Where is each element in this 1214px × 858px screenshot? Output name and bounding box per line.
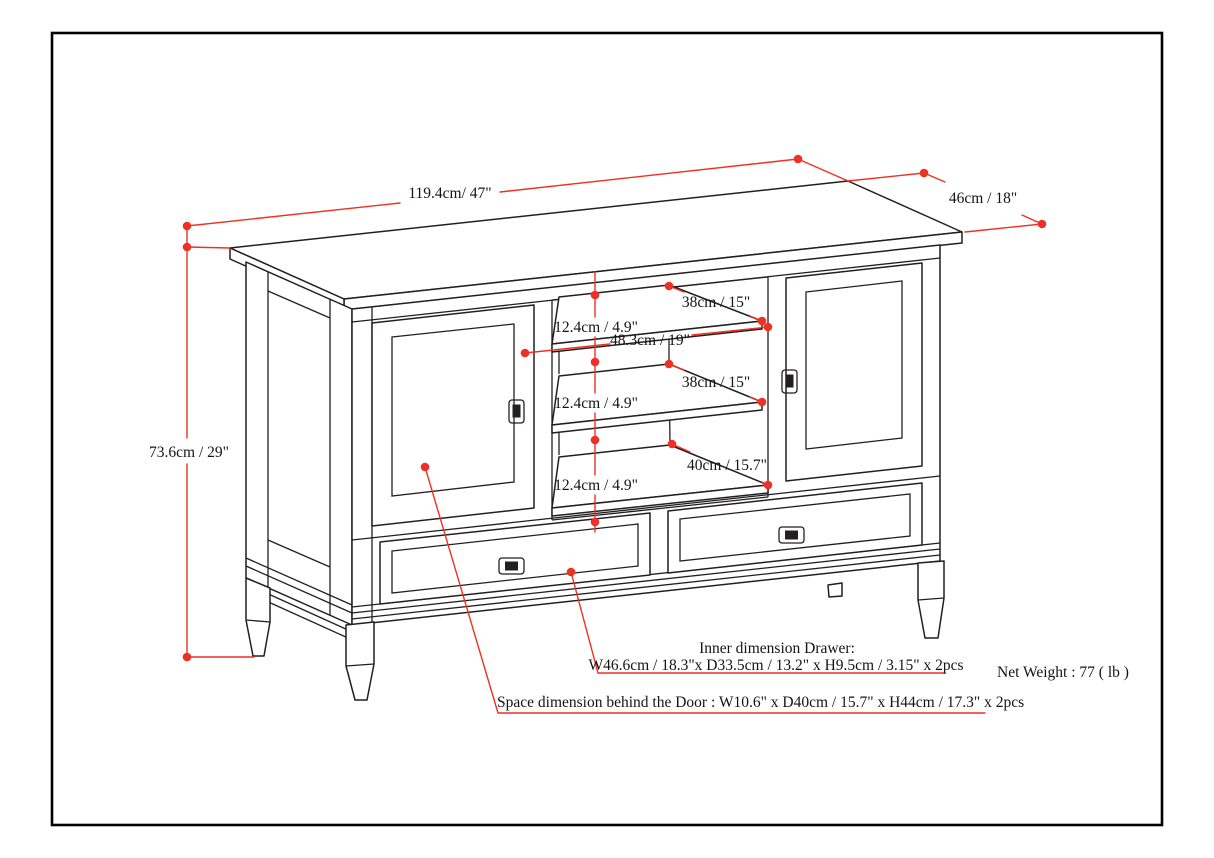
shelf-gap-label-3: 12.4cm / 4.9" [554,477,638,494]
shelf-depth-top-label: 38cm / 15" [682,294,750,311]
shelf-edge [551,484,769,517]
center-shelf-section [551,276,769,521]
front-left-leg-taper-line [345,663,375,667]
dim-point [590,357,600,367]
dim-point [763,322,773,332]
legs [245,560,945,701]
dim-point [793,154,803,164]
depth-label: 46cm / 18" [949,190,1017,207]
width-label: 119.4cm/ 47" [408,185,491,202]
dim-point [520,348,530,358]
dim-shelf-depth-bottom: 40cm / 15.7" [667,439,773,490]
left-door-handle [508,399,525,424]
dim-line [186,202,401,227]
back-left-leg-taper-line [245,619,271,623]
drawer-handle [778,526,805,544]
dim-point [664,359,674,369]
side-face [245,261,353,626]
drawer-note-dimensions: W46.6cm / 18.3"x D33.5cm / 13.2" x H9.5c… [588,657,963,674]
right-door-panel [805,280,903,450]
right-door-handle-grip [785,374,794,388]
dim-point [590,435,600,445]
front-left-leg [345,621,375,701]
right-door-handle [781,369,798,394]
dim-shelf-depth-middle: 38cm / 15" [664,359,767,407]
shelf-edge [551,401,763,434]
dim-extension [186,246,231,249]
base-trim-line [351,548,941,614]
dim-point [590,290,600,300]
mid-rail [351,475,941,541]
drawer-panel [391,523,639,594]
dim-point [182,242,192,252]
note-door-space: Space dimension behind the Door : W10.6"… [420,462,1024,714]
dim-line [499,158,799,193]
drawer-panel [679,493,911,562]
dim-point [763,480,773,490]
right-door-frame [785,262,923,482]
opening-bottom-edge [551,496,769,521]
dim-point [667,439,677,449]
left-door [371,304,535,527]
leader-line [570,571,946,674]
dim-point [590,517,600,527]
left-door-frame [371,304,535,527]
side-stretcher [263,591,349,631]
drawer-handle-grip [785,530,798,540]
shelf-gap-label-1: 12.4cm / 4.9" [554,319,638,336]
dim-point [757,316,767,326]
back-left-leg [245,577,271,657]
back-right-foot [827,582,843,598]
drawing-border [50,31,1164,827]
dim-line [691,326,769,336]
dim-extension [847,172,925,182]
dim-line [524,343,611,354]
front-right-leg-taper-line [917,597,945,601]
dim-overall-width: 119.4cm/ 47" [182,154,849,231]
left-side-panel [245,261,353,639]
dim-shelf-gaps: 12.4cm / 4.9" 12.4cm / 4.9" 12.4cm / 4.9… [554,271,638,533]
dim-extension [964,223,1043,233]
side-trim-line [245,565,353,614]
left-door-panel [391,323,515,497]
net-weight-note: Net Weight : 77 ( lb ) [997,664,1129,681]
dim-interior-width: 48.3cm / 19" [520,322,773,358]
dimension-annotations: 119.4cm/ 47" 46cm / 18" 73.6cm / 29" [149,154,1129,714]
dim-shelf-depth-top: 38cm / 15" [664,281,767,326]
drawer-handle-grip [505,561,518,571]
dim-point [1037,219,1047,229]
dim-overall-height: 73.6cm / 29" [149,225,255,662]
side-stretcher [263,599,349,639]
dim-point [919,168,929,178]
shelf-depth-middle-label: 38cm / 15" [682,374,750,391]
leader-line [424,466,986,714]
drawer-note-heading: Inner dimension Drawer: [699,640,855,657]
dim-extension [797,158,849,182]
interior-width-label: 48.3cm / 19" [610,332,690,349]
side-top-rail [267,290,331,319]
drawer-right [667,482,923,574]
right-door [781,262,923,482]
tv-stand-drawing [229,180,963,701]
base-trim-line [351,554,941,620]
dim-point [664,281,674,291]
drawer-handle [498,557,525,575]
dim-overall-depth: 46cm / 18" [847,168,1047,233]
dim-point [182,652,192,662]
left-door-handle-grip [512,404,521,418]
side-bottom-rail [267,539,331,568]
height-label: 73.6cm / 29" [149,444,229,461]
drawer-front [667,482,923,574]
side-trim-line [245,557,353,606]
shelf-depth-bottom-label: 40cm / 15.7" [687,457,767,474]
shelf-gap-label-2: 12.4cm / 4.9" [554,395,638,412]
dim-point [757,397,767,407]
note-drawer: Inner dimension Drawer: W46.6cm / 18.3"x… [566,567,964,674]
drawer-left [379,512,651,605]
door-space-note: Space dimension behind the Door : W10.6"… [497,694,1024,711]
